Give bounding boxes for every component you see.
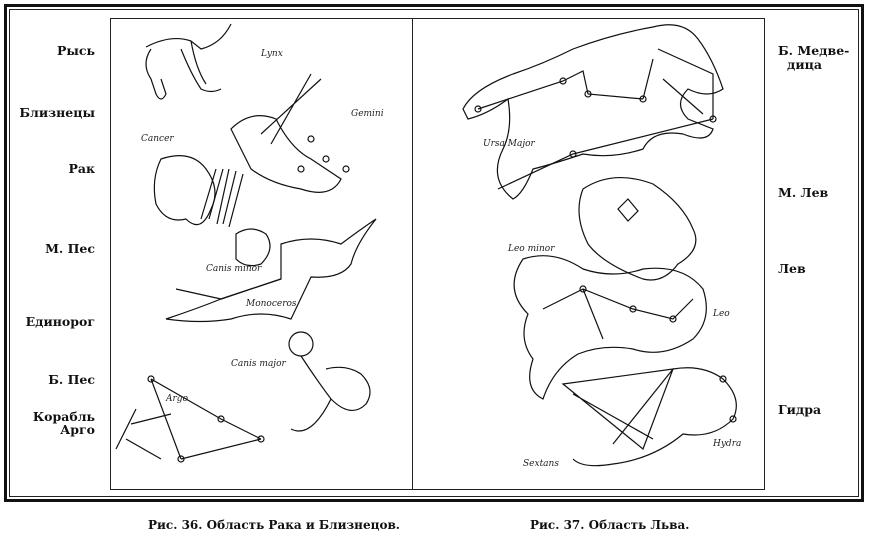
note-leo: Leo	[713, 309, 730, 319]
label-canis-minor: М. Пес	[45, 241, 95, 256]
note-leo-minor: Leo minor	[508, 244, 555, 254]
note-monoceros: Monoceros	[246, 299, 297, 309]
page-frame	[4, 4, 864, 502]
note-hydra: Hydra	[713, 439, 742, 449]
note-canis-major: Canis major	[231, 359, 286, 369]
note-argo: Argo	[166, 394, 188, 404]
figure-36-sketch	[115, 23, 377, 463]
note-canis-minor: Canis minor	[206, 264, 262, 274]
label-ursa-major-2: дица	[787, 57, 822, 72]
note-sextans: Sextans	[523, 459, 559, 469]
label-ursa-major-1: Б. Медве-	[778, 43, 850, 58]
caption-figure-37: Рис. 37. Область Льва.	[530, 518, 690, 532]
label-argo-1: Корабль	[32, 409, 95, 424]
label-lynx: Рысь	[56, 43, 95, 58]
page-frame-inner	[9, 9, 859, 497]
label-cancer: Рак	[68, 161, 95, 176]
note-gemini: Gemini	[351, 109, 384, 119]
figure-37-panel: Ursa Major Leo minor Leo Hydra Sextans	[412, 18, 765, 490]
note-ursa-major: Ursa Major	[483, 139, 535, 149]
label-argo-2: Арго	[60, 422, 95, 437]
label-monoceros: Единорог	[25, 314, 95, 329]
caption-figure-36: Рис. 36. Область Рака и Близнецов.	[148, 518, 400, 532]
label-gemini: Близнецы	[19, 105, 95, 120]
label-leo: Лев	[778, 261, 806, 276]
label-canis-major: Б. Пес	[48, 372, 95, 387]
note-cancer: Cancer	[141, 134, 174, 144]
note-lynx: Lynx	[261, 49, 283, 59]
figure-36-panel: Lynx Gemini Cancer Canis minor Monoceros…	[110, 18, 413, 490]
label-hydra: Гидра	[778, 402, 822, 417]
label-leo-minor: М. Лев	[778, 185, 829, 200]
figure-37-sketch	[462, 24, 737, 467]
